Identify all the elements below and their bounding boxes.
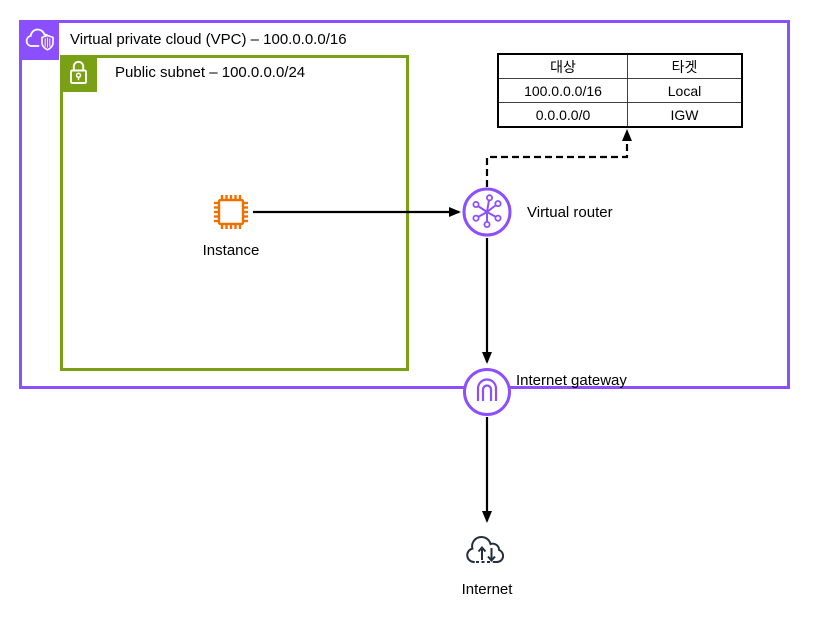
- internet-label: Internet: [461, 581, 513, 598]
- gateway-arch-icon: [462, 367, 512, 417]
- virtual-router-label: Virtual router: [527, 204, 613, 221]
- cloud-arrows-icon: [461, 530, 513, 570]
- route-destination: 100.0.0.0/16: [497, 78, 628, 103]
- route-destination: 0.0.0.0/0: [497, 102, 628, 128]
- route-table-header-destination: 대상: [497, 53, 628, 79]
- public-subnet-label: Public subnet – 100.0.0.0/24: [115, 64, 306, 81]
- chip-icon: [207, 188, 255, 236]
- route-target: IGW: [627, 102, 743, 128]
- internet-gateway-label: Internet gateway: [516, 372, 627, 389]
- network-graph-icon: [461, 186, 513, 238]
- dashed-arrow-router-to-route-table: [485, 129, 632, 187]
- route-table-header-row: 대상 타겟: [497, 53, 743, 79]
- vpc-boundary-box: [19, 20, 790, 389]
- route-target: Local: [627, 78, 743, 103]
- table-row: 0.0.0.0/0 IGW: [497, 102, 743, 128]
- route-table-header-target: 타겟: [627, 53, 743, 79]
- instance-label: Instance: [202, 242, 260, 259]
- route-table: 대상 타겟 100.0.0.0/16 Local 0.0.0.0/0 IGW: [497, 53, 743, 128]
- vpc-label: Virtual private cloud (VPC) – 100.0.0.0/…: [70, 31, 347, 48]
- vpc-cloud-shield-icon: [19, 20, 59, 60]
- table-row: 100.0.0.0/16 Local: [497, 78, 743, 103]
- padlock-icon: [60, 55, 97, 92]
